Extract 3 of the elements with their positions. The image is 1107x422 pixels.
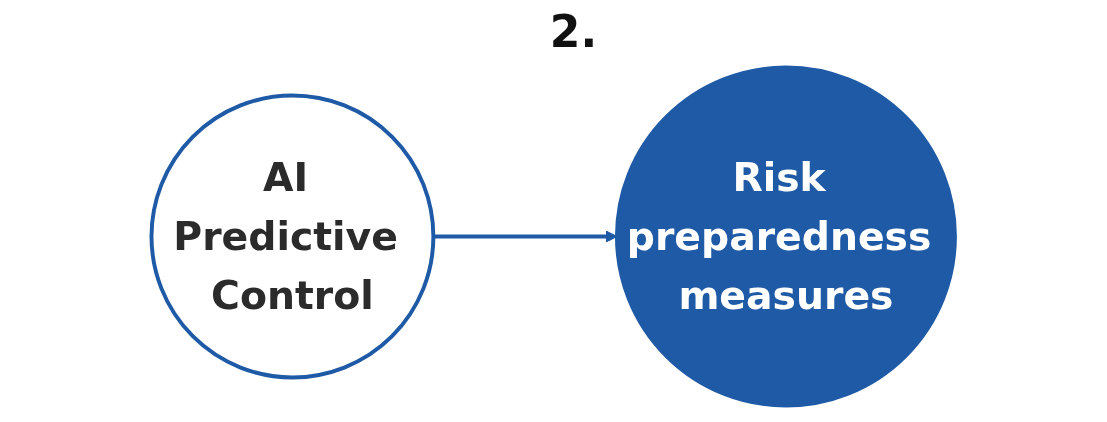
node-circle: AI Predictive Control — [149, 93, 436, 380]
step-number: 2. — [549, 6, 598, 57]
node-circle: Risk preparedness measures — [615, 65, 958, 408]
